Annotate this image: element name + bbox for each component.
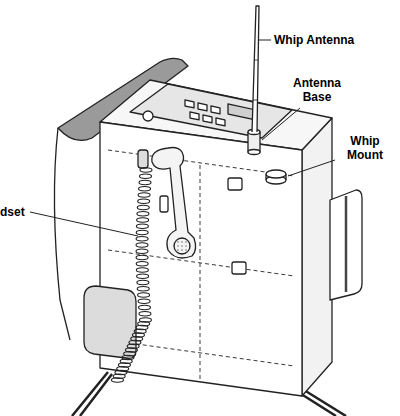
part-label: dset [0, 205, 25, 219]
cord-coil [136, 249, 148, 253]
cord-coil [140, 174, 152, 178]
cord-coil [139, 180, 151, 184]
cord-coil [136, 255, 148, 259]
cord-coil [136, 268, 148, 272]
cord-coil [137, 280, 149, 284]
cord-coil [138, 305, 150, 309]
audio-connector [138, 150, 148, 168]
flap-strap [54, 128, 70, 340]
cord-coil [136, 243, 148, 247]
pouch-strap [345, 196, 348, 292]
part-label: Whip Antenna [274, 33, 354, 47]
key [216, 118, 225, 126]
cord-coil [139, 187, 151, 191]
part-label: Antenna Base [286, 76, 348, 104]
cord-coil [136, 230, 148, 234]
whip-mount [266, 170, 286, 178]
whip-antenna [252, 6, 259, 132]
key [203, 115, 212, 123]
part-label: Whip Mount [340, 134, 390, 162]
cord-coil [137, 205, 149, 209]
cord-coil [137, 274, 149, 278]
cord-coil [138, 199, 150, 203]
leader-line [30, 212, 138, 236]
leader-line [288, 160, 335, 176]
buckle [232, 262, 246, 274]
ptt-switch [160, 196, 168, 212]
key [185, 100, 194, 108]
display [228, 104, 254, 120]
cord-coil [139, 312, 151, 316]
leader-line [262, 108, 300, 140]
cord-coil [137, 287, 149, 291]
cord-coil [138, 299, 150, 303]
handset [152, 148, 196, 259]
bag-side [302, 118, 332, 396]
stitching [200, 165, 201, 380]
mouthpiece [174, 238, 190, 254]
key [190, 112, 199, 120]
bag-front [100, 122, 302, 396]
key [198, 103, 207, 111]
antenna-base [248, 150, 260, 155]
cord-coil [136, 237, 148, 241]
cord-coil [137, 218, 149, 222]
cord-coil [136, 262, 148, 266]
buckle [228, 178, 242, 190]
leader-line [259, 40, 271, 41]
cord-coil [137, 212, 149, 216]
side-pouch [330, 190, 362, 300]
cord-coil [140, 168, 152, 172]
cord-coil [138, 293, 150, 297]
coiled-cord [111, 168, 152, 382]
cord-coil [136, 224, 148, 228]
key [211, 106, 220, 114]
knob [143, 111, 153, 121]
cord-coil [111, 378, 123, 382]
cord-coil [138, 193, 150, 197]
